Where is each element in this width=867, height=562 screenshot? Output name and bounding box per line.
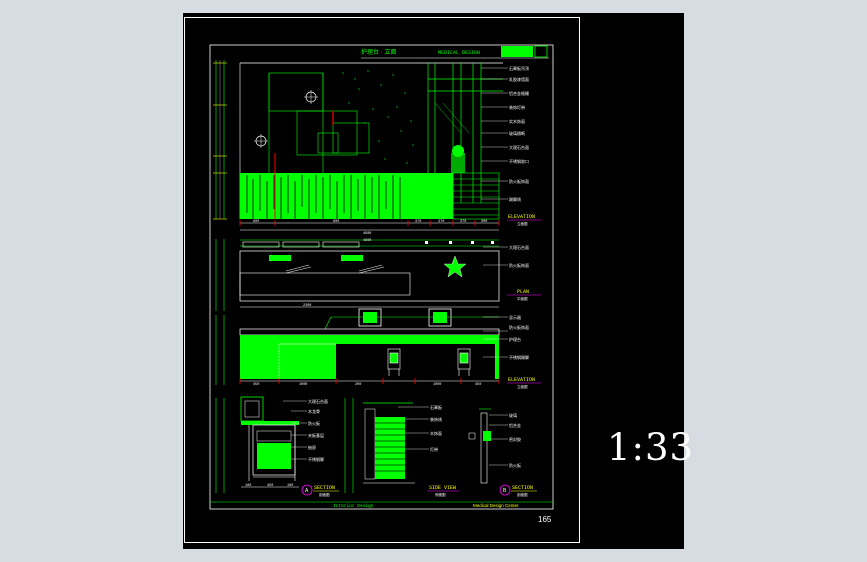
- callout-text: 夹板基层: [308, 432, 324, 438]
- section-marker-letter: A: [305, 488, 309, 494]
- dim-label: 370: [460, 220, 466, 224]
- monitor-icon: [428, 308, 452, 327]
- callout-text: 抽屉: [308, 444, 316, 450]
- section-marker-letter: B: [503, 488, 507, 494]
- view-sublabel: 剖面图: [319, 492, 330, 497]
- cad-viewport[interactable]: 护理台 · 立面 MEDICAL DESIGN: [183, 13, 693, 549]
- callout-text: 石膏板: [430, 404, 442, 410]
- callout-text: 防火板: [308, 420, 320, 426]
- view-sublabel: 立面图: [517, 384, 528, 389]
- callout-text: 铝合金: [509, 422, 521, 428]
- view-sublabel: 平面图: [517, 296, 528, 301]
- sheet-title-cn: 护理台 · 立面: [361, 48, 396, 56]
- view-sublabel: 剖面图: [517, 492, 528, 497]
- plan-view: 2300 4600 大理石台面 防火板饰面 PLAN 平面图: [215, 239, 541, 311]
- section-b: 玻璃 铝合金 密封胶 防火板 B SECTION 剖面图: [468, 408, 537, 497]
- dim-label: 600: [333, 220, 339, 224]
- callout-text: 防火板饰面: [509, 324, 529, 330]
- drawing-border: [209, 44, 554, 510]
- plant-icon: [451, 145, 465, 173]
- callout-text: 不锈钢脚: [308, 456, 324, 462]
- plan-dim-total: 4600: [363, 239, 371, 243]
- ceiling-light-icon: [304, 90, 318, 104]
- section-a: 100 450 100 大理石台面 木龙骨 防火板 夹板基层 抽屉 不锈钢脚 A…: [215, 396, 339, 497]
- view-label: SECTION: [512, 485, 533, 491]
- callout-text: 铝合金格栅: [509, 90, 529, 96]
- callout-text: 防火板饰面: [509, 178, 529, 184]
- dim-label: 1000: [299, 383, 307, 387]
- callout-text: 玻璃隔断: [509, 130, 525, 136]
- section-marker-a: [301, 484, 313, 496]
- dim-label: 370: [438, 220, 444, 224]
- callout-text: 大理石台面: [509, 244, 529, 250]
- view-label: PLAN: [517, 289, 529, 295]
- dim-label: 300: [481, 220, 487, 224]
- section-marker-b: [499, 484, 511, 496]
- dim-label: 450: [267, 484, 273, 488]
- elevation-front: 450 1000 200 1000 450 显示器 防火板饰面 护理台 不锈钢踢…: [215, 308, 541, 389]
- view-sublabel: 侧视图: [435, 492, 446, 497]
- callout-text: 装饰线: [430, 416, 442, 422]
- callout-text: 装饰灯带: [509, 104, 525, 110]
- plan-label-block: [269, 255, 291, 261]
- view-label: SECTION: [314, 485, 335, 491]
- callout-text: 显示器: [509, 315, 521, 320]
- footer-left: Interior Design: [333, 503, 374, 509]
- callout-text: 实木饰面: [509, 118, 525, 124]
- dim-label: 200: [355, 383, 361, 387]
- plan-dim-segment: 2300: [303, 304, 311, 308]
- dim-label: 450: [475, 383, 481, 387]
- chair-icon: [457, 348, 471, 376]
- callout-text: 不锈钢收口: [509, 158, 529, 164]
- footer-right: Medical Design Center: [473, 503, 519, 508]
- sheet-border: [184, 17, 580, 543]
- callout-text: 木饰面: [430, 430, 442, 436]
- view-label: SIDE VIEW: [429, 485, 456, 491]
- plan-label-block: [341, 255, 363, 261]
- dim-total: 4600: [363, 232, 371, 236]
- monitor-icon: [358, 308, 382, 327]
- dim-label: 450: [253, 383, 259, 387]
- cad-drawing: 护理台 · 立面 MEDICAL DESIGN: [209, 44, 554, 510]
- side-view: 石膏板 装饰线 木饰面 灯带 SIDE VIEW 侧视图: [344, 398, 459, 497]
- dim-label: 1000: [433, 383, 441, 387]
- callout-text: 木龙骨: [308, 408, 320, 414]
- chair-icon: [387, 348, 401, 376]
- scale-label: 1:33: [607, 426, 695, 469]
- callout-text: 护理台: [509, 336, 521, 342]
- callout-text: 踢脚线: [509, 196, 521, 202]
- callout-text: 防火板: [509, 462, 521, 468]
- dim-label: 100: [245, 484, 251, 488]
- plant-star-icon: [443, 255, 467, 278]
- view-label: ELEVATION: [508, 377, 535, 383]
- view-sublabel: 立面图: [517, 221, 528, 226]
- callout-text: 灯带: [430, 446, 438, 452]
- title-logo-box: [534, 45, 548, 58]
- dim-label: 100: [287, 484, 293, 488]
- callout-text: 玻璃: [509, 412, 517, 418]
- wall-light-icon: [254, 134, 268, 148]
- page-number: 165: [538, 515, 552, 524]
- callout-text: 石膏板吊顶: [509, 65, 529, 71]
- elevation-top: 900 600 370 370 370 300 4600: [213, 60, 541, 236]
- callout-text: 大理石台面: [308, 398, 328, 404]
- view-label: ELEVATION: [508, 214, 535, 220]
- sheet-title-en: MEDICAL DESIGN: [438, 50, 480, 56]
- callout-text: 密封胶: [509, 436, 521, 442]
- dim-label: 900: [253, 220, 259, 224]
- title-logo-block: [501, 46, 533, 57]
- callout-text: 不锈钢踢脚: [509, 354, 529, 360]
- callout-text: 乳胶漆墙面: [509, 76, 529, 82]
- dim-label: 370: [415, 220, 421, 224]
- callout-text: 大理石台面: [509, 144, 529, 150]
- callout-text: 防火板饰面: [509, 262, 529, 268]
